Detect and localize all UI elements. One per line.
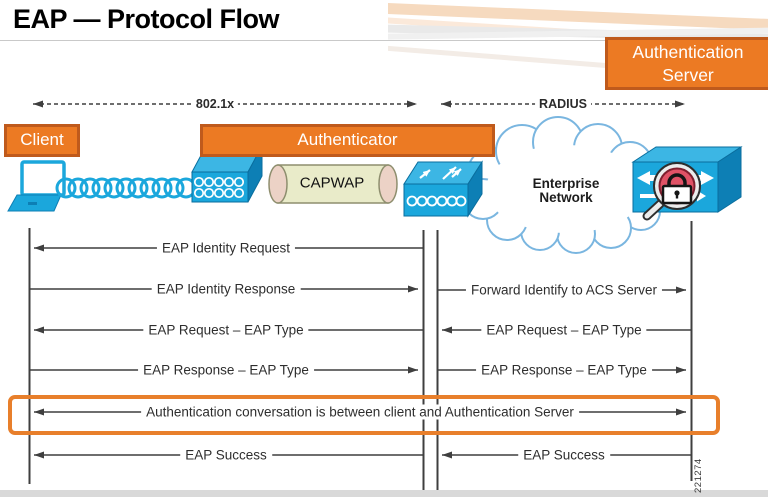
span-label-8021x: 802.1x xyxy=(191,97,239,111)
page-title: EAP — Protocol Flow xyxy=(13,4,280,34)
client-box: Client xyxy=(4,124,80,157)
msg-eap-request-right: EAP Request – EAP Type xyxy=(481,322,647,338)
highlight-box xyxy=(8,395,720,435)
authenticator-box: Authenticator xyxy=(200,124,495,157)
msg-eap-success-left: EAP Success xyxy=(180,447,272,463)
msg-eap-request-left: EAP Request – EAP Type xyxy=(143,322,309,338)
enterprise-network-label: Enterprise Network xyxy=(532,176,600,205)
wireless-link-icon xyxy=(55,177,197,199)
auth-server-box: Authentication Server xyxy=(605,37,768,90)
msg-eap-identity-request: EAP Identity Request xyxy=(156,240,296,256)
wlc-switch-icon xyxy=(403,160,483,218)
laptop-icon xyxy=(7,160,66,212)
acs-server-icon xyxy=(631,146,743,221)
title-divider xyxy=(0,40,768,41)
span-label-radius: RADIUS xyxy=(535,97,591,111)
msg-forward-identify: Forward Identify to ACS Server xyxy=(465,282,663,298)
capwap-tunnel-icon xyxy=(268,164,398,204)
msg-eap-identity-response: EAP Identity Response xyxy=(151,281,301,297)
msg-eap-success-right: EAP Success xyxy=(518,447,610,463)
msg-eap-response-left: EAP Response – EAP Type xyxy=(138,362,314,378)
msg-eap-response-right: EAP Response – EAP Type xyxy=(476,362,652,378)
figure-number: 221274 xyxy=(693,458,704,493)
bottom-bar xyxy=(0,490,768,497)
tunnel-capwap-label: CAPWAP xyxy=(299,174,365,192)
